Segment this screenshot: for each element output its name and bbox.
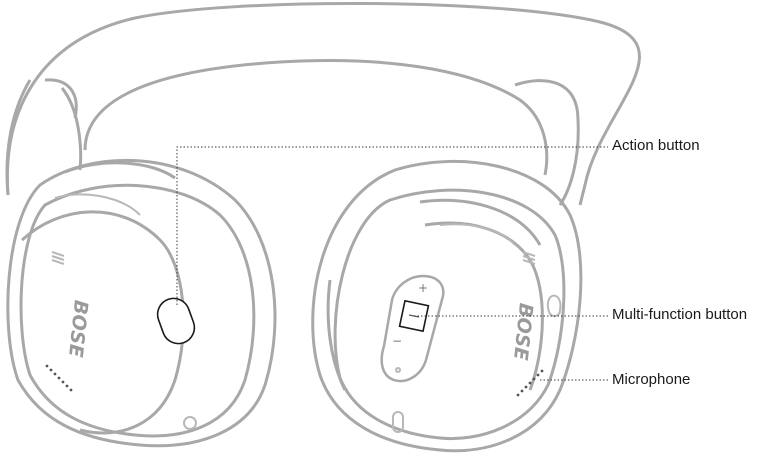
button-rail: + −: [380, 274, 445, 383]
svg-text:−: −: [392, 334, 402, 348]
right-earcup: [311, 159, 583, 453]
headband: [5, 1, 641, 206]
svg-text:BOSE: BOSE: [509, 302, 537, 361]
right-microphone-holes: [516, 369, 544, 397]
callout-lines: [176, 146, 608, 381]
action-button-label: Action button: [612, 137, 700, 154]
action-button-leader: [176, 146, 608, 305]
svg-text:+: +: [418, 281, 428, 295]
right-brand-logo: BOSE: [509, 302, 537, 361]
left-brand-logo: BOSE: [64, 299, 92, 358]
multi-function-button-label: Multi-function button: [612, 306, 748, 323]
svg-text:BOSE: BOSE: [64, 299, 92, 358]
action-button: [156, 297, 196, 345]
left-earcup: [6, 158, 277, 448]
microphone-label: Microphone: [612, 371, 691, 388]
right-earcup-details: [392, 223, 562, 433]
left-microphone-holes: [45, 364, 73, 392]
left-earcup-details: [51, 193, 197, 430]
